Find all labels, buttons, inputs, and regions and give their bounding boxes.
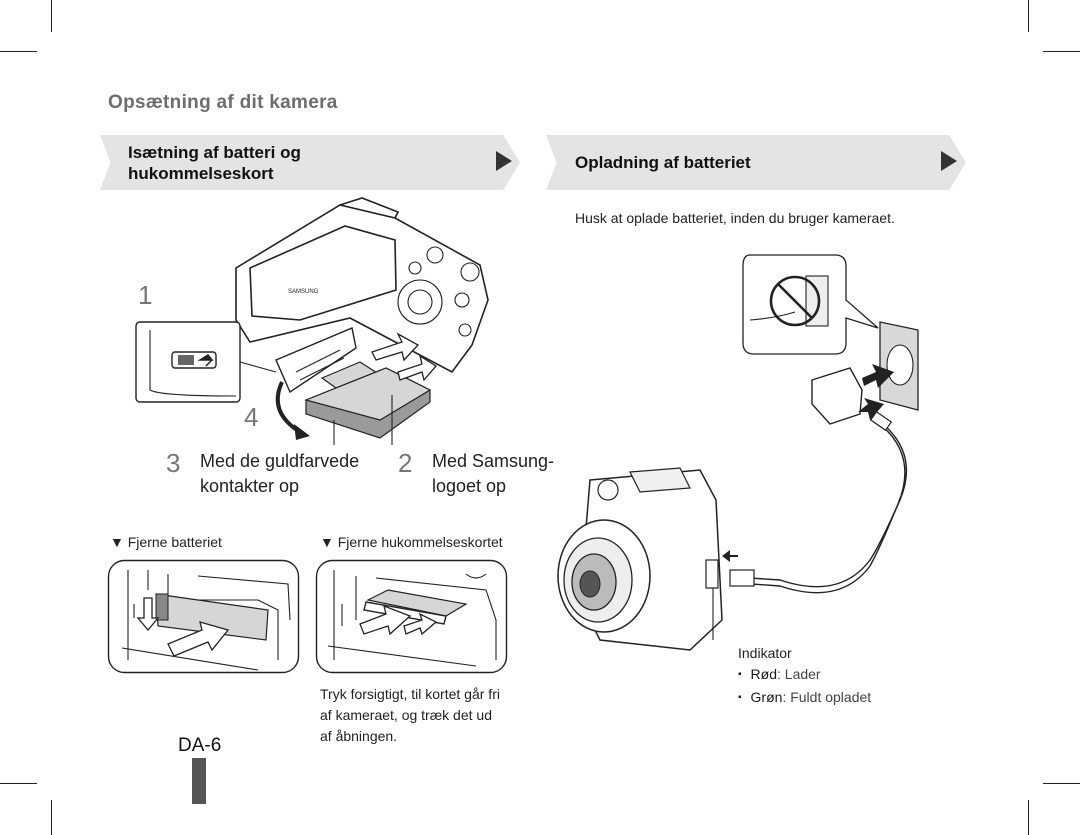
left-banner-title: Isætning af batteri og hukommelseskort <box>128 142 301 184</box>
step2-label: Med Samsung- logoet op <box>432 449 554 499</box>
page-tab <box>192 758 206 804</box>
indicator-title: Indikator <box>738 645 792 661</box>
indicator-red-label: Rød <box>750 666 777 682</box>
crop-mark-tl-v <box>51 0 52 32</box>
remove-card-note-line1: Tryk forsigtigt, til kortet går fri <box>320 686 500 702</box>
remove-battery-label: ▼ Fjerne batteriet <box>110 534 222 550</box>
step1-number: 1 <box>138 280 153 310</box>
right-banner-title: Opladning af batteriet <box>575 153 751 172</box>
left-banner-arrow-icon <box>496 151 512 171</box>
step2-number: 2 <box>398 448 413 478</box>
indicator-red-text: : Lader <box>777 666 821 682</box>
remove-card-label: ▼ Fjerne hukommelseskortet <box>320 534 503 550</box>
right-banner <box>546 135 966 190</box>
remove-card-illustration <box>315 559 508 674</box>
step2-line2: logoet op <box>432 476 507 496</box>
crop-mark-bl-v <box>51 800 52 835</box>
indicator-item-green: Grøn: Fuldt opladet <box>738 687 872 710</box>
left-banner <box>100 135 520 190</box>
page-number: DA-6 <box>178 735 222 756</box>
step3-line2: kontakter op <box>200 476 300 496</box>
camera-brand: SAMSUNG <box>288 289 319 295</box>
right-banner-arrow-icon <box>941 151 957 171</box>
indicator-green-label: Grøn <box>750 689 783 705</box>
crop-mark-br-h <box>1043 783 1080 784</box>
section-title: Opsætning af dit kamera <box>108 92 338 113</box>
crop-mark-tl-h <box>0 51 37 52</box>
step3-label: Med de guldfarvede kontakter op <box>200 449 359 499</box>
crop-mark-bl-h <box>0 783 37 784</box>
step3-line1: Med de guldfarvede <box>200 451 360 471</box>
left-banner-title-line2: hukommelseskort <box>128 164 274 183</box>
indicator-item-red: Rød: Lader <box>738 664 871 687</box>
indicator-list: Rød: Lader Grøn: Fuldt opladet <box>738 664 872 710</box>
charge-note: Husk at oplade batteriet, inden du bruge… <box>575 210 895 226</box>
crop-mark-tr-v <box>1028 0 1029 32</box>
step4-number: 4 <box>244 402 259 432</box>
indicator-green-text: : Fuldt opladet <box>782 689 872 705</box>
crop-mark-tr-h <box>1043 51 1080 52</box>
remove-card-note-line2: af kameraet, og træk det ud <box>320 707 492 723</box>
remove-card-note-line3: af åbningen. <box>320 728 398 744</box>
remove-battery-illustration <box>107 559 300 674</box>
remove-card-note: Tryk forsigtigt, til kortet går fri af k… <box>320 684 500 747</box>
left-banner-title-line1: Isætning af batteri og <box>128 143 301 162</box>
crop-mark-br-v <box>1028 800 1029 835</box>
step3-number: 3 <box>166 448 181 478</box>
step2-line1: Med Samsung- <box>432 451 555 471</box>
